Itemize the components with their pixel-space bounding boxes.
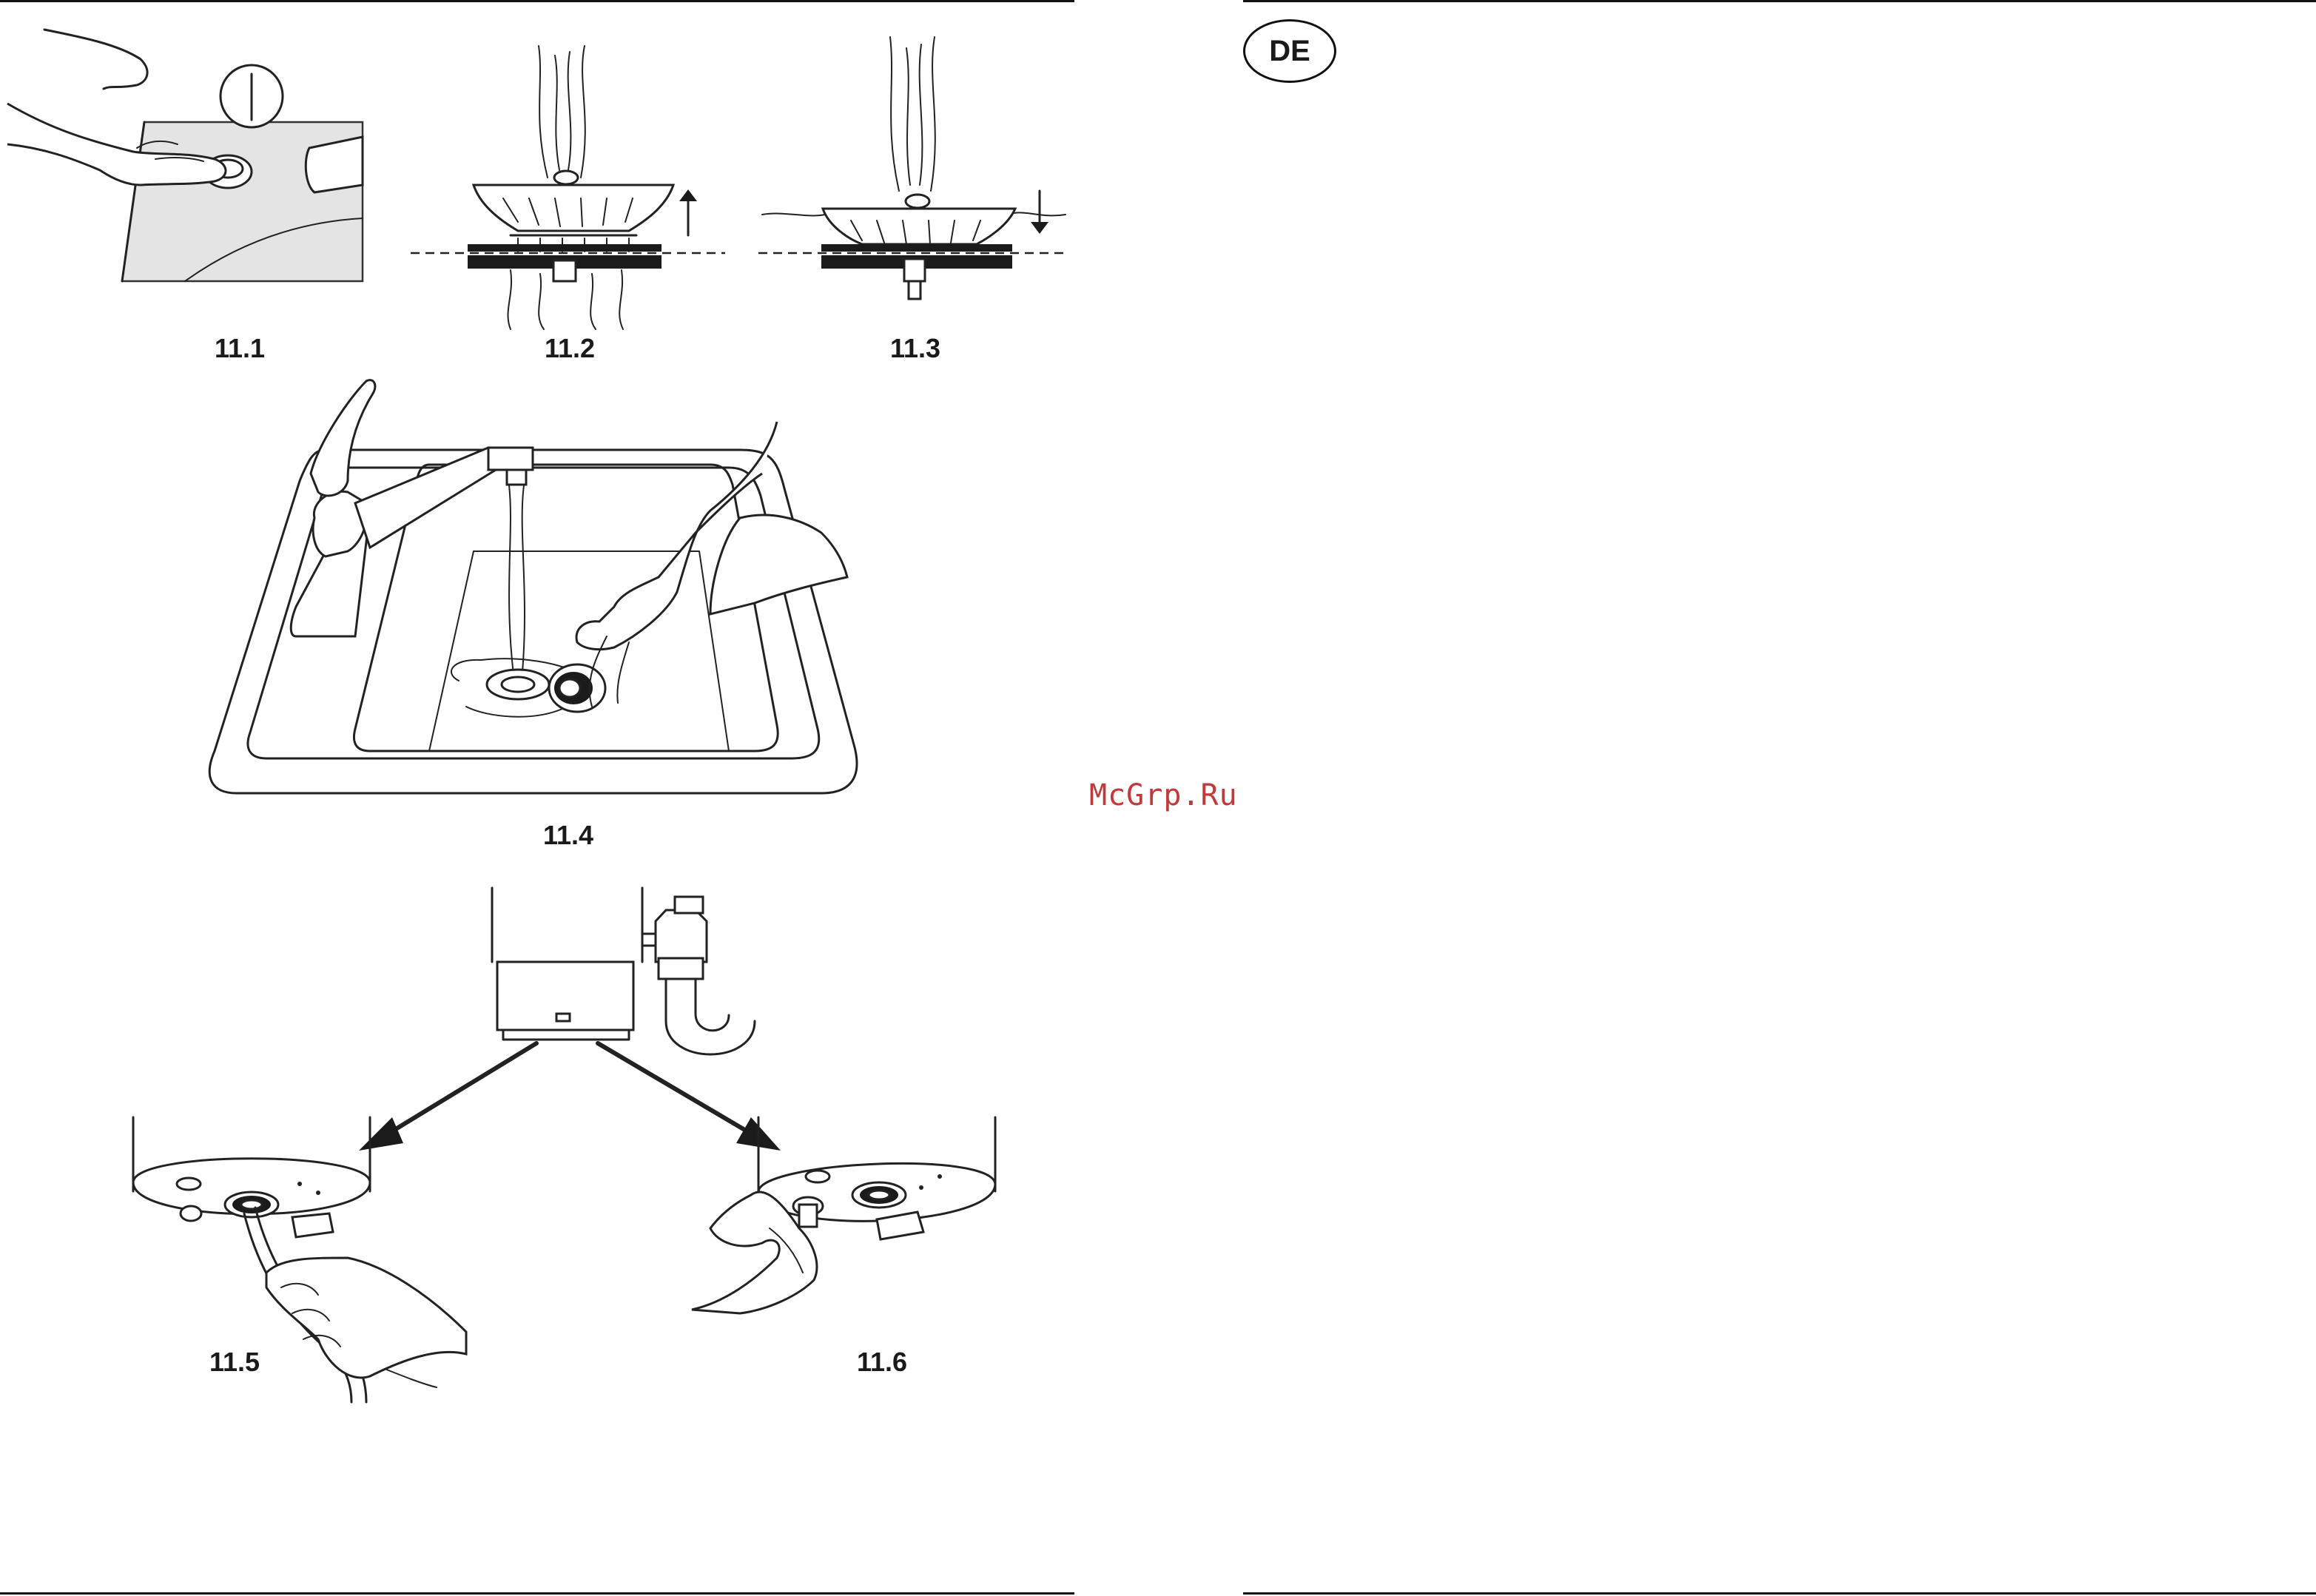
figure-11-3-illustration [758, 37, 1069, 299]
figure-11-4-illustration [209, 380, 857, 793]
figure-label-11-1: 11.1 [215, 333, 265, 364]
figure-11-5-11-6-illustration [133, 888, 995, 1402]
figure-11-2-illustration [411, 46, 725, 329]
figure-label-11-2: 11.2 [545, 333, 595, 364]
figure-label-11-3: 11.3 [890, 333, 940, 364]
figure-11-1-illustration [7, 30, 363, 281]
figure-label-11-4: 11.4 [543, 820, 593, 851]
figure-label-11-6: 11.6 [857, 1347, 907, 1378]
figure-label-11-5: 11.5 [209, 1347, 260, 1378]
